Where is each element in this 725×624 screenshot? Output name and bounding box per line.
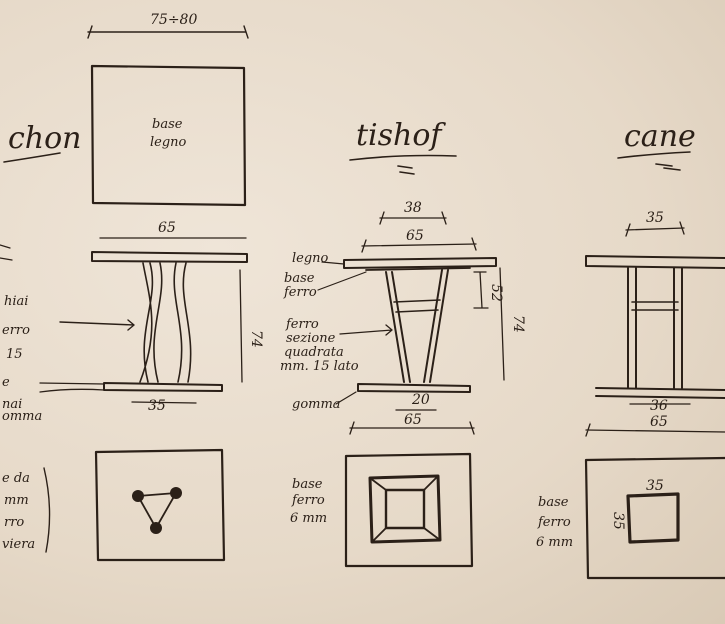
middle-lab-ferro-3: quadrata	[284, 345, 344, 360]
middle-lab-ferro-4: mm. 15 lato	[280, 359, 359, 374]
left-arrow-legs	[59, 319, 135, 331]
middle-elev-tabletop	[343, 257, 497, 269]
right-dim-35: 35	[646, 210, 664, 226]
middle-elev-legs	[385, 269, 449, 383]
left-top-width: 75÷80	[150, 12, 197, 28]
right-elev-legs	[627, 267, 683, 389]
left-elev-base	[103, 382, 223, 392]
middle-plan-corner-lines	[369, 475, 441, 543]
middle-title-underline	[349, 154, 457, 175]
middle-elev-base-plate	[365, 267, 471, 271]
right-design: cane 35 36 65 35 35 base ferro 6 mm	[536, 119, 725, 580]
right-plan-note-3: 6 mm	[536, 535, 573, 550]
right-dim-65: 65	[650, 414, 668, 430]
left-note-mid-3: 15	[6, 347, 23, 362]
middle-dim-65b: 65	[404, 412, 422, 428]
middle-height-line	[499, 267, 505, 381]
left-top-note-2: legno	[150, 135, 187, 150]
middle-lab-gomma-leader	[335, 391, 357, 405]
left-note-mid-1: hiai	[4, 294, 28, 309]
left-plan-foot-2	[170, 487, 182, 499]
middle-lab-base-1: base	[284, 271, 315, 286]
left-elev-twisted-legs	[139, 262, 192, 383]
left-elev-base-dim-line	[131, 401, 197, 404]
left-top-note-1: base	[152, 117, 183, 132]
left-top-view-square	[90, 64, 247, 207]
middle-dim-52: 52	[488, 284, 504, 302]
right-title-underline	[617, 151, 691, 171]
left-design: chon 75÷80 base legno 65 74 35 hiai erro…	[0, 12, 264, 562]
left-plan-note-4: viera	[2, 537, 35, 552]
right-plan-35a: 35	[646, 478, 664, 494]
left-plan-foot-3	[150, 522, 162, 534]
left-title-underline	[3, 152, 61, 163]
left-height-line	[239, 269, 243, 383]
middle-dim-65b-line	[349, 421, 475, 435]
left-elev-tabletop	[91, 251, 248, 263]
middle-lab-base-2: ferro	[283, 285, 317, 300]
left-note-low-3: omma	[2, 409, 42, 424]
middle-lab-ferro-1: ferro	[285, 317, 319, 332]
middle-lab-ferro-2: sezione	[286, 331, 336, 346]
left-plan-note-3: rro	[4, 515, 24, 530]
middle-plan-note-3: 6 mm	[290, 511, 327, 526]
right-elev-crossbar	[631, 301, 679, 311]
middle-elev-base	[357, 383, 471, 393]
middle-plan-square	[344, 452, 474, 568]
left-note-low-1: e	[2, 375, 10, 390]
right-title: cane	[624, 119, 696, 154]
middle-dim-65: 65	[406, 228, 424, 244]
right-plan-note-2: ferro	[537, 515, 571, 530]
right-plan-35b: 35	[610, 512, 626, 530]
middle-dim-52-line	[473, 271, 489, 309]
middle-plan-inner-frame	[384, 488, 426, 530]
middle-lab-gomma: gomma	[292, 397, 341, 412]
right-dim-35-line	[625, 221, 685, 237]
middle-dim-65-line	[361, 237, 477, 253]
left-plan-note-2: mm	[4, 493, 29, 508]
right-plan-square	[584, 456, 725, 580]
left-arrow-base	[39, 382, 105, 393]
left-elev-leader-top	[0, 244, 13, 261]
right-plan-base-square	[626, 492, 680, 544]
right-elev-tabletop	[585, 255, 725, 269]
left-top-width-line	[87, 25, 249, 39]
middle-dim-38-line	[379, 211, 447, 225]
middle-plan-note-2: ferro	[291, 493, 325, 508]
left-plan-bracket	[43, 467, 51, 553]
right-dim-36: 36	[650, 398, 668, 414]
left-plan-triangle	[137, 492, 177, 529]
middle-lab-base-leader	[317, 271, 367, 291]
middle-lab-legno: legno	[292, 251, 329, 266]
left-note-low-2: nai	[2, 397, 22, 412]
middle-design: tishof 38 65 legno base ferro 52 74 ferr…	[280, 118, 526, 568]
right-dim-65-line	[585, 423, 725, 437]
left-note-mid-2: erro	[2, 323, 30, 338]
right-plan-note-1: base	[538, 495, 569, 510]
left-title: chon	[8, 121, 82, 156]
middle-plan-note-1: base	[292, 477, 323, 492]
left-plan-note-1: e da	[2, 471, 30, 486]
left-elev-width: 65	[158, 220, 176, 236]
middle-dim-20: 20	[411, 392, 430, 408]
middle-elev-crossbar	[393, 299, 441, 313]
right-elev-base	[595, 387, 725, 399]
left-elev-base-dim: 35	[148, 398, 166, 414]
middle-height: 74	[510, 315, 526, 333]
left-height: 74	[248, 330, 264, 348]
middle-dim-38: 38	[404, 200, 422, 216]
middle-title: tishof	[356, 118, 446, 153]
left-plan-foot-1	[132, 490, 144, 502]
middle-lab-legno-leader	[321, 261, 345, 265]
middle-lab-ferro-arrow	[339, 324, 393, 336]
left-plan-square	[94, 448, 226, 562]
